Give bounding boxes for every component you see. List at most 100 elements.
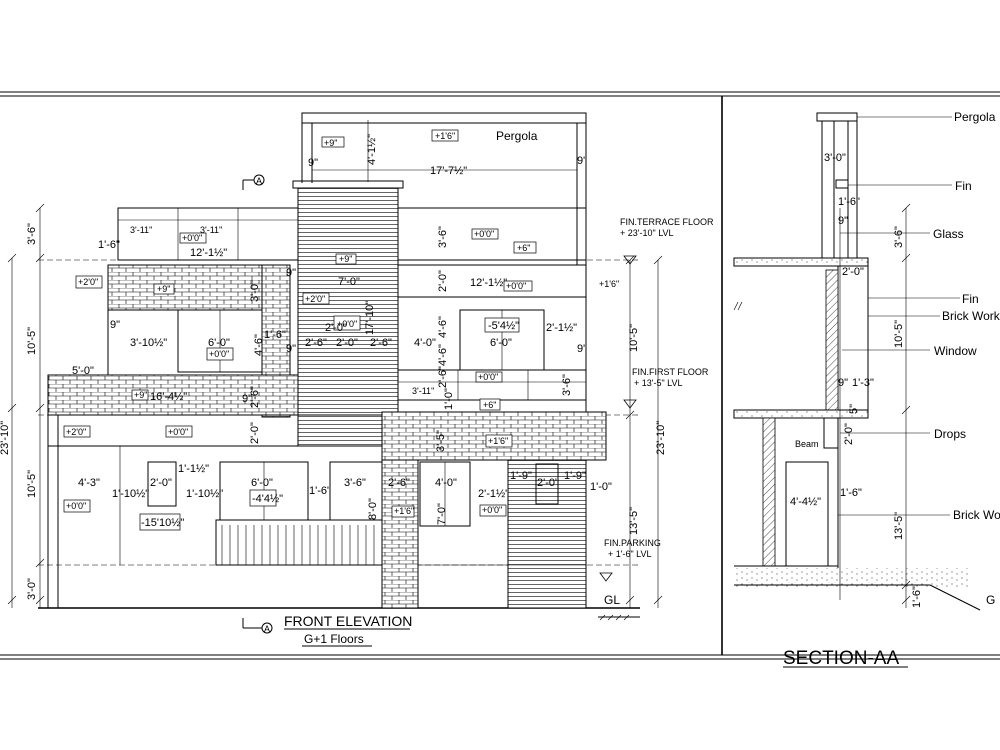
- level-tag: +0'0": [168, 427, 188, 437]
- label-brick-work: Brick Work: [942, 309, 1000, 323]
- level-first-name: FIN.FIRST FLOOR: [632, 367, 709, 377]
- dim-right-ground: 13'-5": [628, 507, 640, 535]
- dim-g-9: 3'-6": [344, 477, 366, 489]
- dim-g-1: 4'-3": [78, 477, 100, 489]
- sec-dim-fin-height: 1'-6": [838, 196, 860, 208]
- title-front-elevation: FRONT ELEVATION: [284, 613, 412, 629]
- dim-b-3: 2'-6": [437, 366, 449, 388]
- label-fin-top: Fin: [955, 179, 972, 193]
- dim-win2-side: 2'-1½": [546, 322, 577, 334]
- sec-dim-beam-offset: 1'-6": [840, 487, 862, 499]
- dim-balcony-right: 12'-1½": [470, 277, 507, 289]
- dim-mid-b: 2'-0": [336, 337, 358, 349]
- sec-dim-slab: 2'-0": [842, 266, 864, 278]
- dim-small-3: 3'-11": [412, 386, 434, 396]
- dim-b-4: 2'-0": [249, 422, 261, 444]
- label-glass: Glass: [933, 227, 964, 241]
- dim-win2-gap: 4'-0": [414, 337, 436, 349]
- dim-door-height: 7'-0": [436, 503, 448, 525]
- dim-g-5: 1'-10½": [186, 488, 223, 500]
- first-floor-left: [47, 264, 330, 418]
- dim-right-first: 10'-5": [628, 324, 640, 352]
- dim-win1-side: 1'-6": [264, 329, 286, 341]
- front-elevation-level-tags: +1'6" +9" +0'0" +2'0" +9" +9" +2'0" +0'0…: [66, 131, 619, 516]
- dim-first-floor: 10'-5": [26, 327, 38, 355]
- first-floor-right: [397, 207, 587, 416]
- dim-pergola-edge-left: 9": [308, 157, 318, 169]
- label-beam: Beam: [795, 439, 819, 449]
- dim-left-cantilever: 1'-6": [98, 239, 120, 251]
- dim-tower-width: 7'-0": [338, 276, 360, 288]
- dim-g-11: 4'-0": [435, 477, 457, 489]
- section-marker-top: A: [256, 176, 262, 186]
- sec-dim-ground: 13'-5": [893, 512, 905, 540]
- sec-dim-drop: 2'-0": [843, 423, 855, 445]
- dim-nine-1: 9": [110, 319, 120, 331]
- sec-dim-first: 10'-5": [893, 320, 905, 348]
- front-elevation-labels: Pergola A A FRONT ELEVATION G+1 Floors F…: [0, 129, 714, 646]
- dim-g-7: -4'4½": [252, 493, 283, 505]
- dim-nine-5: 9": [242, 393, 252, 405]
- dim-b-6: 3'-6": [437, 226, 449, 248]
- dim-mid-c: 2'-6": [370, 337, 392, 349]
- stair-tower: [292, 180, 404, 447]
- sec-dim-window-sill: 1'-3": [852, 377, 874, 389]
- label-ground: G: [986, 593, 995, 607]
- dim-nine-2: 9": [286, 267, 296, 279]
- dim-win2-width: 6'-0": [490, 337, 512, 349]
- dim-g-10: 2'-6": [388, 477, 410, 489]
- section-aa: [733, 112, 981, 668]
- sec-dim-plinth: 1'-6": [911, 586, 923, 608]
- level-tag: +0'0": [182, 233, 202, 243]
- dim-g-3: 2'-0": [150, 477, 172, 489]
- level-tag: +1'6": [599, 279, 619, 289]
- section-dimension-chain: [839, 203, 911, 608]
- pergola-label: Pergola: [496, 129, 538, 143]
- level-tag: +0'0": [478, 372, 498, 382]
- dim-b-7: 2'-0": [325, 322, 347, 334]
- dim-b-8: 4'-6": [437, 344, 449, 366]
- dim-g-15: 1'-9": [564, 470, 586, 482]
- sheet-frame: [0, 91, 1000, 660]
- label-fin: Fin: [962, 292, 979, 306]
- dim-nine-3: 9": [286, 343, 296, 355]
- ground-floor: [47, 411, 607, 609]
- label-drops: Drops: [934, 427, 966, 441]
- level-parking-value: + 1'-6" LVL: [608, 549, 652, 559]
- level-tag: +6": [517, 243, 530, 253]
- dim-balcony-left: 12'-1½": [190, 247, 227, 259]
- level-tag: +2'0": [66, 427, 86, 437]
- level-tag: +1'6": [488, 436, 508, 446]
- level-terrace-name: FIN.TERRACE FLOOR: [620, 217, 714, 227]
- dim-g-14: 2'-0": [537, 477, 559, 489]
- dim-b-9: 2'-6": [249, 386, 261, 408]
- sec-dim-top-width: 3'-0": [824, 152, 846, 164]
- dim-plinth: 3'-0": [26, 578, 38, 600]
- section-marker: [242, 174, 273, 634]
- level-tag: +2'0": [78, 277, 98, 287]
- dim-g-4: 1'-1½": [178, 463, 209, 475]
- dim-right-total: 23'-10": [655, 421, 667, 455]
- dim-g-8: 1'-6": [309, 485, 331, 497]
- dim-pier-height: 8'-0": [367, 498, 379, 520]
- dim-rail-height: 3'-6": [561, 374, 573, 396]
- dim-b-2: 4'-6": [437, 316, 449, 338]
- dim-ground-floor: 10'-5": [26, 470, 38, 498]
- sec-dim-window-nine: 9": [838, 377, 848, 389]
- left-dimension-chain: [7, 203, 45, 608]
- dim-win1-height: 4'-6": [253, 334, 265, 356]
- dim-b-10: 1'-0": [443, 388, 455, 410]
- level-tag: +9": [134, 390, 147, 400]
- level-tag: +1'6": [394, 506, 414, 516]
- title-section-aa: SECTION-AA: [783, 648, 899, 669]
- dim-win1-width: 6'-0": [208, 337, 230, 349]
- dim-slab-width: 16'-4½": [150, 391, 187, 403]
- sec-dim-parapet: 3'-6": [893, 226, 905, 248]
- dim-gate-width: -15'10½": [141, 517, 184, 529]
- dim-slab-left: 5'-0": [72, 365, 94, 377]
- level-first-value: + 13'-5" LVL: [634, 378, 683, 388]
- dim-nine-4: 9": [577, 343, 587, 355]
- dim-small-2: 3'-11": [200, 225, 222, 235]
- dim-g-12: 2'-1½": [478, 488, 509, 500]
